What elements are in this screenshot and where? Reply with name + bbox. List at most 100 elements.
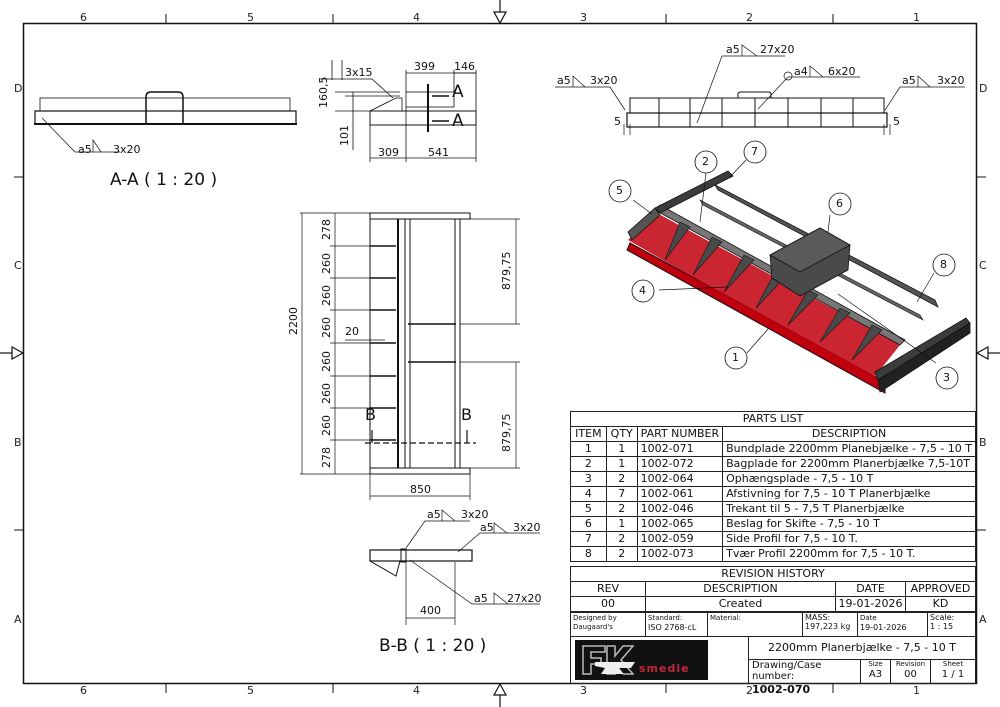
header-rev: REV xyxy=(570,581,646,597)
weld-a-aa: a5 xyxy=(78,143,92,156)
dim-879-75-lower: 879,75 xyxy=(500,413,513,453)
desc-cell: Tvær Profil 2200mm for 7,5 - 10 T. xyxy=(722,546,976,562)
zone-right-a: A xyxy=(979,613,987,626)
balloon-2: 2 xyxy=(702,155,709,168)
desc-cell: Bundplade 2200mm Planebjælke - 7,5 - 10 … xyxy=(722,441,976,457)
weld-a-front-4: a5 xyxy=(902,74,916,87)
section-mark-b-left: B xyxy=(365,405,376,424)
weld-len-bb-3: 27x20 xyxy=(507,592,542,605)
dim-20: 20 xyxy=(345,325,359,338)
item-cell: 6 xyxy=(570,516,607,532)
part-cell: 1002-059 xyxy=(636,531,724,547)
item-cell: 8 xyxy=(570,546,607,562)
dim-309: 309 xyxy=(378,146,399,159)
qty-cell: 2 xyxy=(605,471,638,487)
revision-history-title: REVISION HISTORY xyxy=(570,566,976,582)
section-mark-b-right: B xyxy=(461,405,472,424)
header-rev-description: DESCRIPTION xyxy=(645,581,836,597)
dim-spacing-1: 278 xyxy=(320,219,333,240)
desc-cell: Afstivning for 7,5 - 10 T Planerbjælke xyxy=(722,486,976,502)
dim-spacing-2: 260 xyxy=(320,253,333,274)
weld-len-aa: 3x20 xyxy=(113,143,141,156)
table-row: 00 Created 19-01-2026 KD xyxy=(570,596,976,612)
desc-cell: Ophængsplade - 7,5 - 10 T xyxy=(722,471,976,487)
zone-bottom-1: 1 xyxy=(913,684,920,697)
dim-spacing-8: 278 xyxy=(320,447,333,468)
case-number-label: Drawing/Case number: xyxy=(752,660,822,682)
dim-850: 850 xyxy=(410,483,431,496)
balloon-3: 3 xyxy=(943,371,950,384)
drawing-title: 2200mm Planerbjælke - 7,5 - 10 T xyxy=(749,637,975,660)
balloon-4: 4 xyxy=(639,284,646,297)
item-cell: 2 xyxy=(570,456,607,472)
front-view xyxy=(555,44,965,135)
dim-spacing-6: 260 xyxy=(320,383,333,404)
weld-len-front-1: 27x20 xyxy=(760,43,795,56)
parts-list-table: PARTS LIST ITEM QTY PART NUMBER DESCRIPT… xyxy=(570,411,976,562)
dim-2200: 2200 xyxy=(287,307,300,335)
dim-541: 541 xyxy=(428,146,449,159)
balloon-1: 1 xyxy=(732,351,739,364)
dim-160-5: 160,5 xyxy=(317,76,330,109)
weld-a-bb-2: a5 xyxy=(480,521,494,534)
weld-len-front-2: 6x20 xyxy=(828,65,856,78)
title-block: Designed by Daugaard's Standard: ISO 276… xyxy=(570,612,976,696)
iso-view xyxy=(608,140,971,394)
logo-graphic xyxy=(582,645,635,675)
part-cell: 1002-046 xyxy=(636,501,724,517)
side-view xyxy=(320,60,477,162)
header-part-number: PART NUMBER xyxy=(636,426,724,442)
date-label: Date xyxy=(860,614,877,622)
material-label: Material: xyxy=(710,614,741,622)
desc-cell: Trekant til 5 - 7,5 T Planerbjælke xyxy=(722,501,976,517)
size-value: A3 xyxy=(868,669,883,680)
zone-left-c: C xyxy=(14,259,22,272)
header-item: ITEM xyxy=(570,426,607,442)
dim-879-75-upper: 879,75 xyxy=(500,251,513,291)
part-cell: 1002-072 xyxy=(636,456,724,472)
item-cell: 5 xyxy=(570,501,607,517)
zone-bottom-2: 2 xyxy=(746,684,753,697)
qty-cell: 1 xyxy=(605,516,638,532)
rev-approved-cell: KD xyxy=(905,596,976,612)
header-qty: QTY xyxy=(605,426,638,442)
rev-date-cell: 19-01-2026 xyxy=(835,596,906,612)
date-value: 19-01-2026 xyxy=(860,623,907,632)
revision-history-table: REVISION HISTORY REV DESCRIPTION DATE AP… xyxy=(570,566,976,612)
company-logo: smedie xyxy=(575,640,708,680)
balloon-8: 8 xyxy=(940,258,947,271)
header-approved: APPROVED xyxy=(905,581,976,597)
dim-spacing-5: 260 xyxy=(320,351,333,372)
item-cell: 7 xyxy=(570,531,607,547)
section-mark-a-top: A xyxy=(452,82,464,102)
section-bb-title: B-B ( 1 : 20 ) xyxy=(379,636,487,656)
size-label: Size xyxy=(868,660,883,668)
zone-top-4: 4 xyxy=(413,11,420,24)
scale-value: 1 : 15 xyxy=(930,622,954,631)
header-description: DESCRIPTION xyxy=(722,426,976,442)
weld-a-front-3: a5 xyxy=(557,74,571,87)
section-aa-view xyxy=(34,91,297,153)
zone-top-5: 5 xyxy=(247,11,254,24)
part-cell: 1002-065 xyxy=(636,516,724,532)
desc-cell: Side Profil for 7,5 - 10 T. xyxy=(722,531,976,547)
item-cell: 1 xyxy=(570,441,607,457)
qty-cell: 7 xyxy=(605,486,638,502)
zone-right-c: C xyxy=(979,259,987,272)
desc-cell: Bagplade for 2200mm Planerbjælke 7,5-10T xyxy=(722,456,976,472)
weld-len-front-4: 3x20 xyxy=(937,74,965,87)
logo-cell: smedie xyxy=(571,637,749,683)
item-cell: 3 xyxy=(570,471,607,487)
zone-bottom-4: 4 xyxy=(413,684,420,697)
header-date: DATE xyxy=(835,581,906,597)
standard-value: ISO 2768-cL xyxy=(648,623,697,632)
balloon-7: 7 xyxy=(751,145,758,158)
dim-3x15: 3x15 xyxy=(345,66,373,79)
sheet-value: 1 / 1 xyxy=(941,669,965,680)
